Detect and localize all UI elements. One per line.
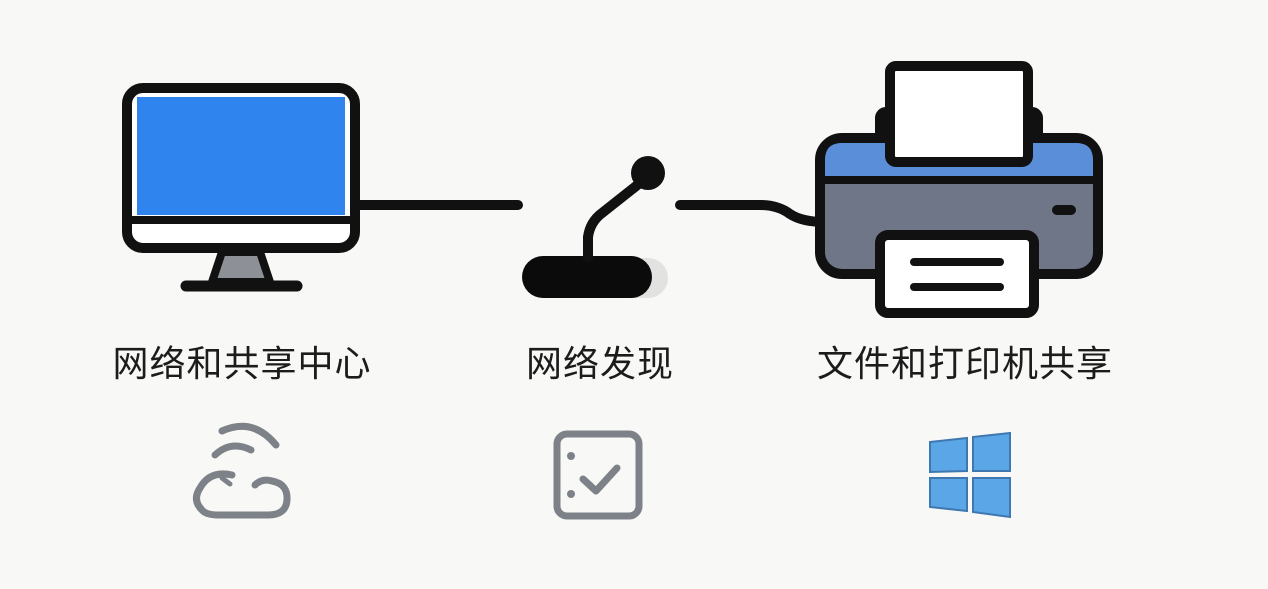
file-printer-sharing-label: 文件和打印机共享 <box>816 344 1114 385</box>
network-discovery-label: 网络发现 <box>525 344 675 385</box>
printer-icon <box>815 61 1103 318</box>
windows-logo-icon <box>929 431 1011 519</box>
connection-lines <box>350 200 830 227</box>
microphone-hub-icon <box>522 156 668 298</box>
network-sharing-center-label: 网络和共享中心 <box>112 344 372 385</box>
cable-hub-to-printer <box>675 200 830 227</box>
monitor-icon <box>122 83 360 292</box>
wifi-cloud-icon <box>193 422 291 519</box>
checkbox-icon <box>553 430 643 520</box>
